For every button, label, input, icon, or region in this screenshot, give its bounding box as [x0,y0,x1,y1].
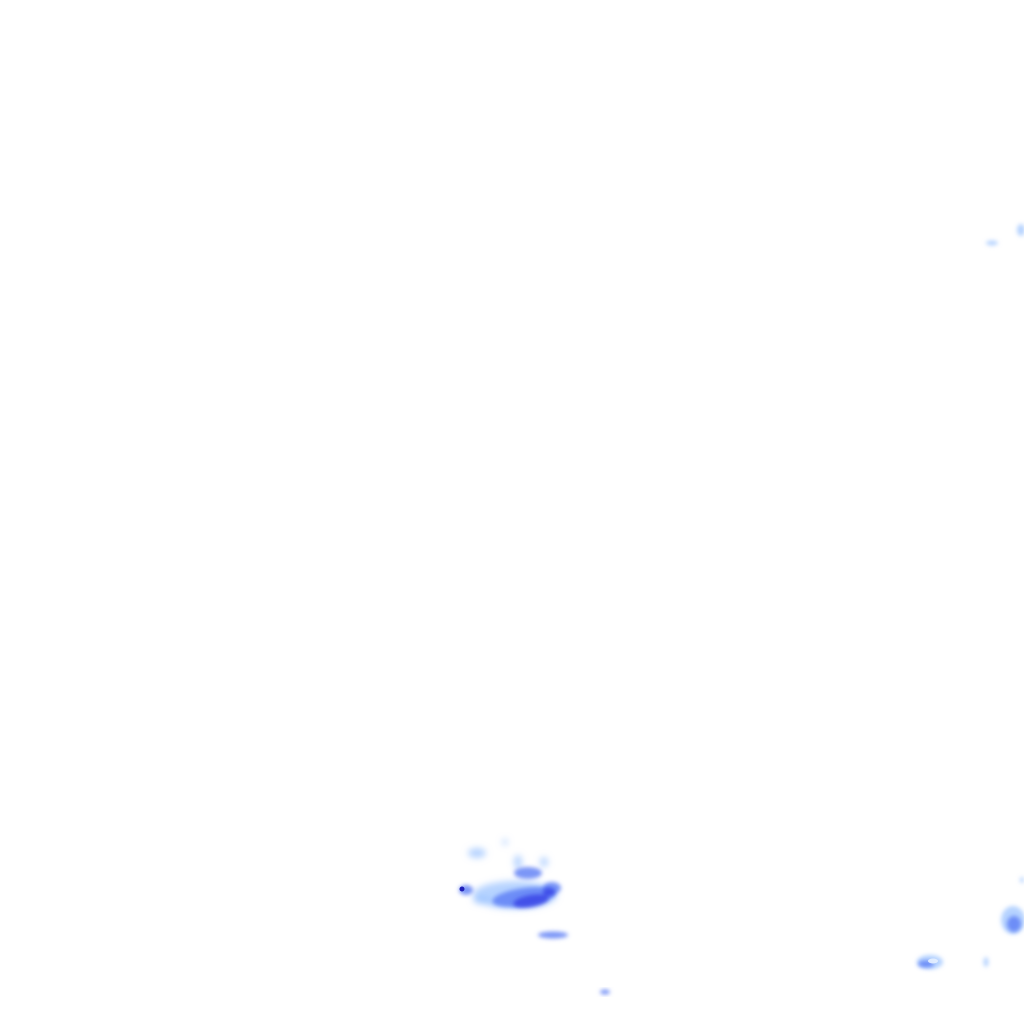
echo-cell [502,839,508,845]
echo-cell [543,888,555,896]
echo-cell [1017,224,1024,236]
echo-cell [514,855,522,869]
echo-cell [600,989,610,995]
echo-cell [514,867,542,879]
echo-cell [1020,877,1024,883]
echo-core [459,886,465,892]
echo-cell [540,857,548,867]
echo-cell-hollow [928,958,938,964]
echo-cell [986,240,998,246]
echo-cell [468,848,486,858]
echo-cell [983,957,989,967]
echo-cell [538,931,568,939]
echo-cluster-bottom-small [600,989,610,995]
echo-cell [1007,916,1021,932]
echo-cell [513,894,549,908]
echo-cluster-bottom-center [459,839,568,939]
echo-cluster-top-right [986,224,1024,246]
echo-cluster-bottom-right [917,877,1024,969]
